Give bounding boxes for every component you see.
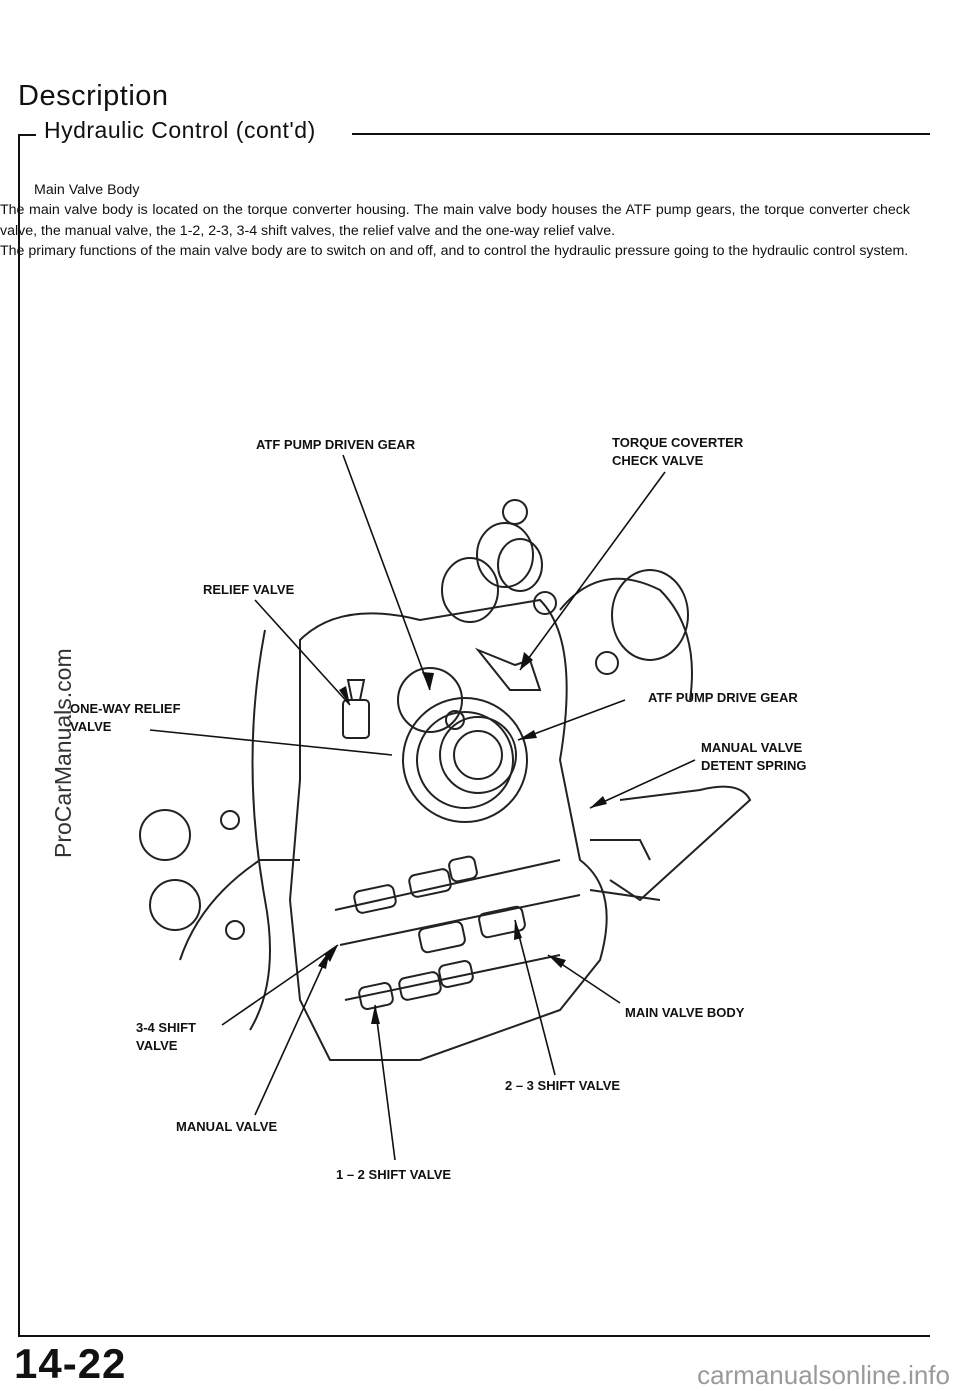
shift-valve-2-spool-a <box>418 920 466 954</box>
shift-valve-3-spool-a <box>358 982 394 1010</box>
bolt-right-2 <box>595 651 619 675</box>
gear-pin <box>445 710 465 730</box>
label-one-way-relief-1: ONE-WAY RELIEF <box>70 701 181 716</box>
drive-gear-hub <box>453 730 503 780</box>
manual-valve-shaft <box>589 889 661 901</box>
label-detent-spring-1: MANUAL VALVE <box>701 740 802 755</box>
arrowhead-relief-valve <box>339 686 350 705</box>
converter-cylinder <box>611 569 689 661</box>
valve-body-outline <box>288 598 608 1061</box>
side-watermark: ProCarManuals.com <box>50 648 76 858</box>
check-valve <box>474 647 542 691</box>
driven-gear-inner <box>416 711 514 809</box>
arrowhead-detent-spring <box>590 796 607 808</box>
bolt-left-2 <box>225 920 245 940</box>
valve-row-3 <box>344 954 561 1001</box>
main-valve-body-diagram: ATF PUMP DRIVEN GEAR TORQUE COVERTER CHE… <box>70 435 806 1182</box>
detent-bracket <box>609 785 752 902</box>
leader-1-2-shift-valve <box>374 1004 396 1161</box>
bolt-top <box>502 499 528 525</box>
fitting-lower <box>149 879 201 931</box>
shift-valve-2-spool-b <box>478 905 526 939</box>
leader-2-3-shift-valve <box>514 919 556 1076</box>
leader-manual-valve <box>254 949 331 1116</box>
shift-valve-1-spool-a <box>353 884 397 914</box>
header-rule-left <box>18 134 36 136</box>
leader-manual-valve-detent-spring <box>589 759 696 809</box>
housing-edge <box>249 629 271 1031</box>
relief-valve-spring <box>346 679 366 701</box>
cylinder-3 <box>497 538 543 592</box>
valve-row-2 <box>339 894 581 946</box>
label-main-valve-body: MAIN VALVE BODY <box>625 1005 745 1020</box>
arrowhead-1-2 <box>371 1005 380 1024</box>
leader-one-way-relief-valve <box>149 729 393 756</box>
cylinder-2 <box>476 522 534 588</box>
leader-3-4-shift-valve <box>221 944 339 1026</box>
header-rule-right <box>352 133 930 135</box>
arrowhead-drive-gear <box>518 730 537 740</box>
left-border <box>18 134 20 1337</box>
shift-valve-1-spool-b <box>408 868 452 898</box>
section-subtitle: Hydraulic Control (cont'd) <box>44 117 316 143</box>
bottom-border <box>18 1335 930 1337</box>
arrowhead-check-valve <box>520 652 533 670</box>
leader-torque-converter-check-valve <box>519 471 666 671</box>
housing-curve <box>179 859 300 961</box>
shift-valve-3-spool-c <box>438 960 474 988</box>
label-detent-spring-2: DETENT SPRING <box>701 758 806 773</box>
label-atf-pump-drive-gear: ATF PUMP DRIVE GEAR <box>648 690 798 705</box>
drive-gear <box>439 716 517 794</box>
shift-valve-1-spool-c <box>448 855 478 883</box>
label-3-4-shift-2: VALVE <box>136 1038 178 1053</box>
paragraph-1: The main valve body is located on the to… <box>0 202 910 239</box>
page-title: Description <box>18 80 169 112</box>
label-torque-converter-1: TORQUE COVERTER <box>612 435 744 450</box>
arrowhead-driven-gear <box>422 672 434 690</box>
arrowhead-manual-valve <box>318 950 330 969</box>
driven-gear <box>402 697 528 823</box>
label-2-3-shift-valve: 2 – 3 SHIFT VALVE <box>505 1078 620 1093</box>
bolt-right <box>533 591 557 615</box>
label-torque-converter-2: CHECK VALVE <box>612 453 704 468</box>
cylinder-1 <box>441 557 499 623</box>
idler-gear <box>397 667 463 733</box>
body-heading: Main Valve Body <box>34 182 140 198</box>
label-1-2-shift-valve: 1 – 2 SHIFT VALVE <box>336 1167 451 1182</box>
label-manual-valve: MANUAL VALVE <box>176 1119 277 1134</box>
leader-atf-pump-drive-gear <box>517 699 626 741</box>
valve-row-1 <box>334 859 561 911</box>
bolt-left-1 <box>220 810 240 830</box>
fitting-upper <box>139 809 191 861</box>
paragraph-2: The primary functions of the main valve … <box>0 242 909 259</box>
relief-valve-body <box>342 699 370 739</box>
label-atf-pump-driven-gear: ATF PUMP DRIVEN GEAR <box>256 437 416 452</box>
page-number: 14-22 <box>14 1340 127 1387</box>
shift-valve-3-spool-b <box>398 971 442 1001</box>
label-one-way-relief-2: VALVE <box>70 719 112 734</box>
leader-relief-valve <box>254 599 351 706</box>
arrowhead-main-body <box>548 955 566 968</box>
leader-atf-pump-driven-gear <box>342 454 431 691</box>
housing-top-right <box>559 577 693 701</box>
detent-spring <box>590 839 651 861</box>
footer-site-text: carmanualsonline.info <box>697 1360 950 1390</box>
label-3-4-shift-1: 3-4 SHIFT <box>136 1020 196 1035</box>
label-relief-valve: RELIEF VALVE <box>203 582 295 597</box>
body-text: Main Valve Body The main valve body is l… <box>0 180 910 261</box>
arrowhead-2-3 <box>514 920 522 940</box>
